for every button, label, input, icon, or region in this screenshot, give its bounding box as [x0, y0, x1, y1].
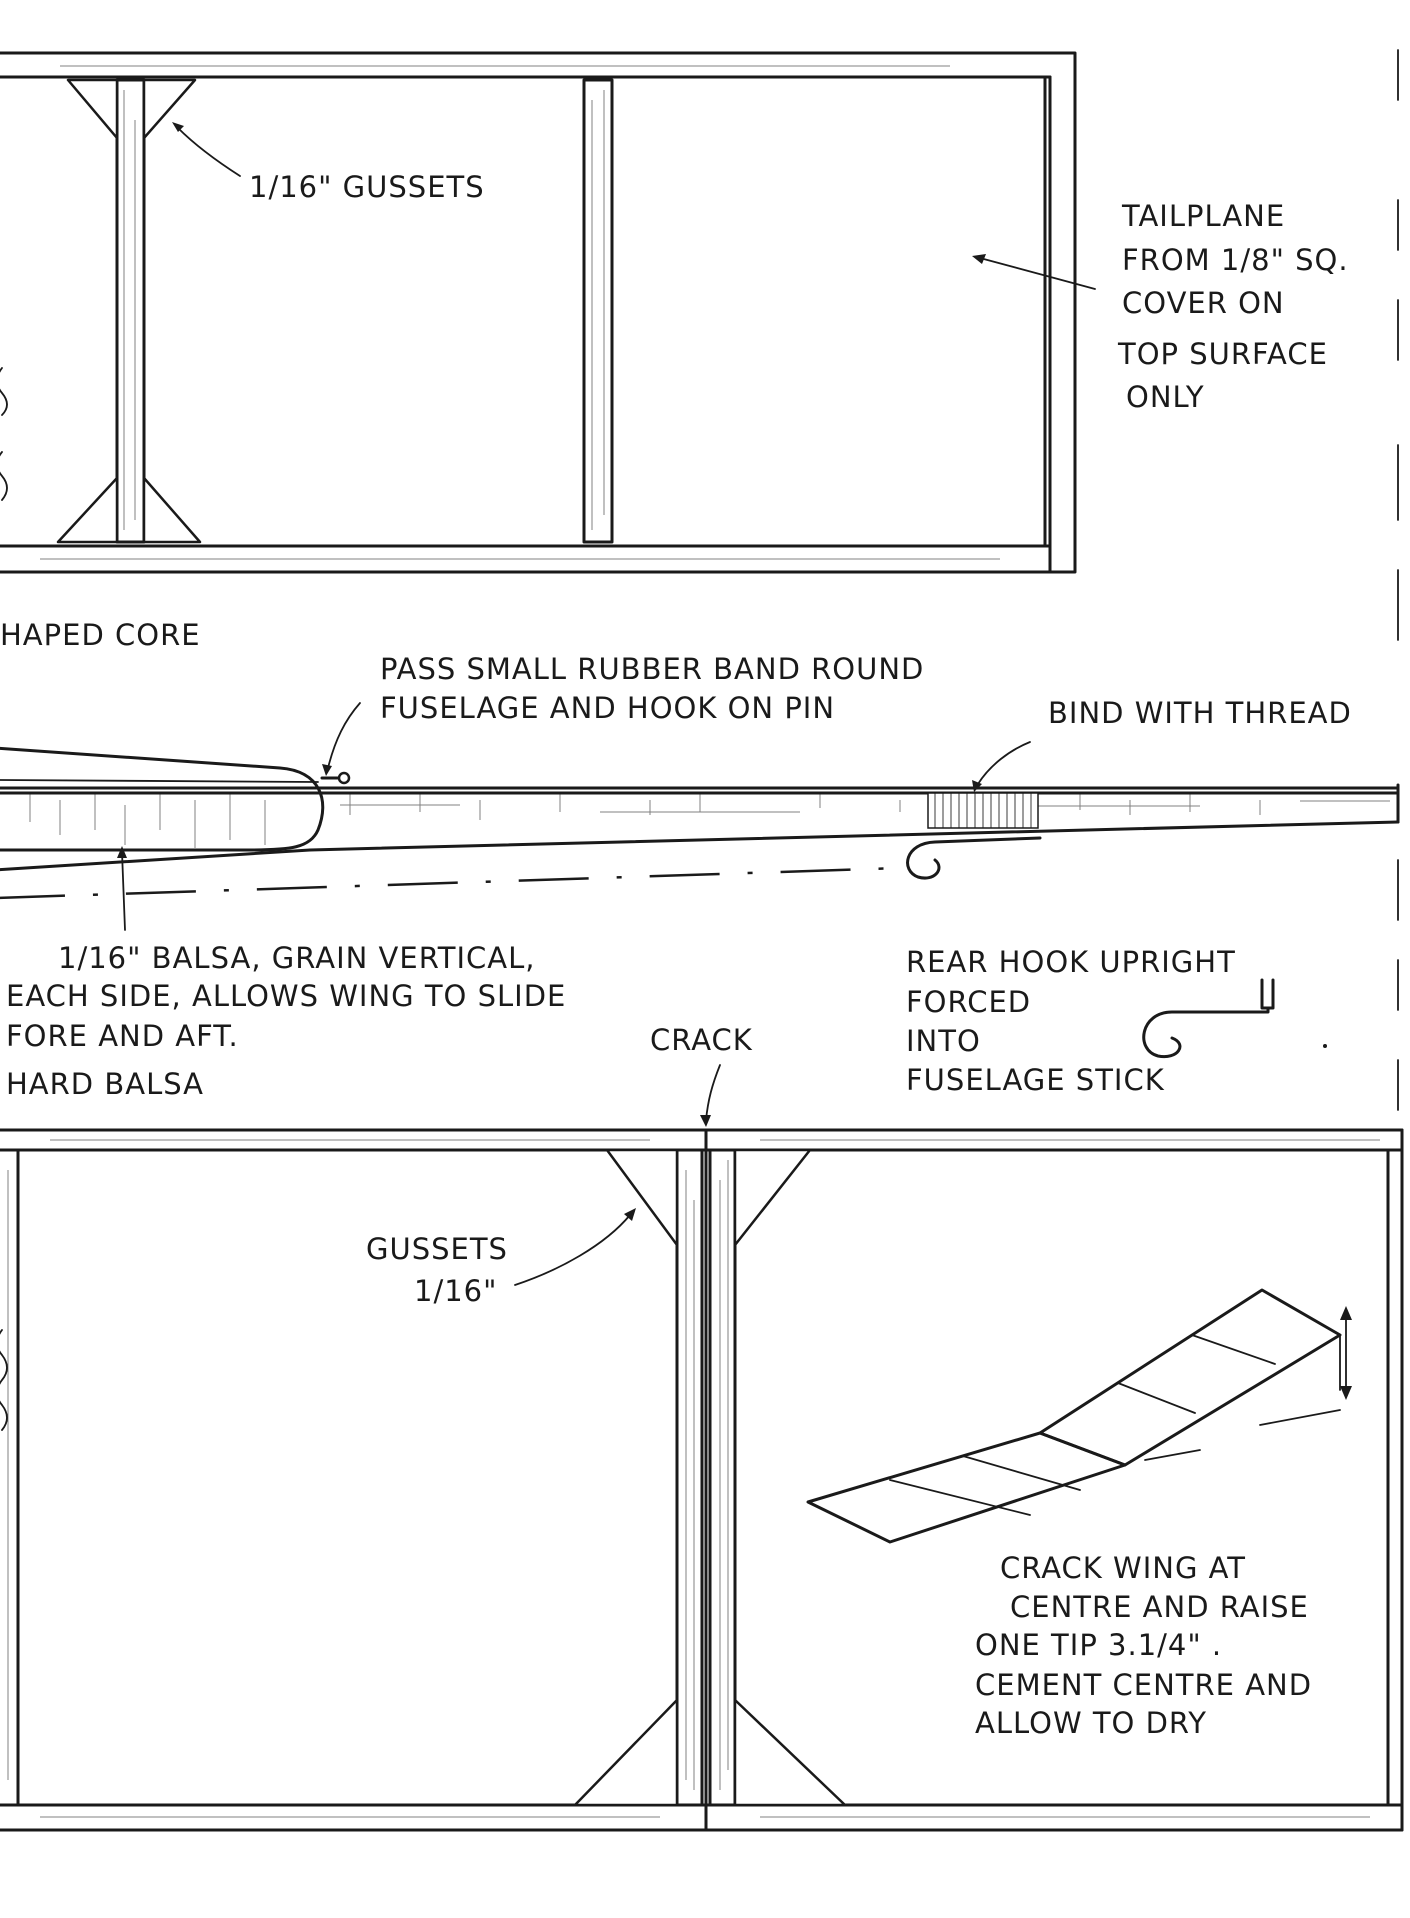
label-crack-wing-3: ONE TIP 3.1/4" . — [975, 1628, 1222, 1662]
label-rear-hook-4: FUSELAGE STICK — [906, 1063, 1165, 1097]
label-rear-hook-3: INTO — [906, 1024, 981, 1058]
pin-clip-icon — [0, 367, 8, 501]
balsa-note-callout: 1/16" BALSA, GRAIN VERTICAL, EACH SIDE, … — [6, 846, 566, 1101]
dihedral-sketch — [806, 1288, 1352, 1544]
tailplane-frame — [0, 51, 1077, 574]
label-balsa-note-1: 1/16" BALSA, GRAIN VERTICAL, — [58, 941, 535, 975]
label-tailplane-4: TOP SURFACE — [1117, 337, 1328, 371]
fuselage-side-view — [0, 746, 1400, 900]
label-rubber-band-1: PASS SMALL RUBBER BAND ROUND — [380, 652, 924, 686]
rear-hook-upright-icon — [1142, 978, 1275, 1059]
gusset-bottom-left — [56, 476, 119, 544]
label-crack-wing-1: CRACK WING AT — [1000, 1551, 1246, 1585]
label-shaped-core: HAPED CORE — [0, 618, 201, 652]
gussets-top-callout: 1/16" GUSSETS — [172, 122, 485, 204]
label-tailplane-1: TAILPLANE — [1121, 199, 1285, 233]
label-gussets-bottom-2: 1/16" — [414, 1274, 497, 1308]
gusset-bottom-right — [142, 476, 202, 544]
crack-callout: CRACK — [650, 1023, 753, 1127]
wing-gusset-bottom-right — [733, 1698, 847, 1807]
label-rear-hook-2: FORCED — [906, 985, 1031, 1019]
label-gussets-bottom-1: GUSSETS — [366, 1232, 508, 1266]
label-tailplane-5: ONLY — [1126, 380, 1205, 414]
label-balsa-note-3: FORE AND AFT. — [6, 1019, 239, 1053]
wing-gusset-bottom-left — [573, 1698, 679, 1807]
label-tailplane-3: COVER ON — [1122, 286, 1285, 320]
label-rear-hook-1: REAR HOOK UPRIGHT — [906, 945, 1236, 979]
gusset-top-right — [142, 78, 197, 140]
wing-gusset-top-right — [733, 1148, 812, 1247]
wing-gusset-top-left — [605, 1148, 679, 1247]
rubber-band-callout: PASS SMALL RUBBER BAND ROUND FUSELAGE AN… — [322, 652, 924, 776]
label-crack-wing-5: ALLOW TO DRY — [975, 1706, 1207, 1740]
label-crack-wing-4: CEMENT CENTRE AND — [975, 1668, 1312, 1702]
label-hard-balsa: HARD BALSA — [6, 1067, 204, 1101]
label-rubber-band-2: FUSELAGE AND HOOK ON PIN — [380, 691, 835, 725]
rear-hook-icon — [906, 836, 1042, 880]
label-tailplane-2: FROM 1/8" SQ. — [1122, 243, 1349, 277]
wing-pin-clip-icon — [0, 1329, 8, 1431]
rear-hook-detail: REAR HOOK UPRIGHT FORCED INTO FUSELAGE S… — [906, 945, 1327, 1097]
wing-frame — [0, 1128, 1404, 1832]
gussets-bottom-callout: GUSSETS 1/16" — [366, 1208, 636, 1308]
tailplane-callout: TAILPLANE FROM 1/8" SQ. COVER ON TOP SUR… — [972, 199, 1349, 414]
label-bind-thread: BIND WITH THREAD — [1048, 696, 1352, 730]
label-balsa-note-2: EACH SIDE, ALLOWS WING TO SLIDE — [6, 979, 566, 1013]
label-crack-wing-2: CENTRE AND RAISE — [1010, 1590, 1309, 1624]
gusset-top-left — [66, 78, 119, 140]
bind-thread-callout: BIND WITH THREAD — [972, 696, 1352, 792]
label-crack: CRACK — [650, 1023, 753, 1057]
crack-wing-note: CRACK WING AT CENTRE AND RAISE ONE TIP 3… — [975, 1551, 1312, 1740]
label-gussets-top: 1/16" GUSSETS — [249, 170, 485, 204]
